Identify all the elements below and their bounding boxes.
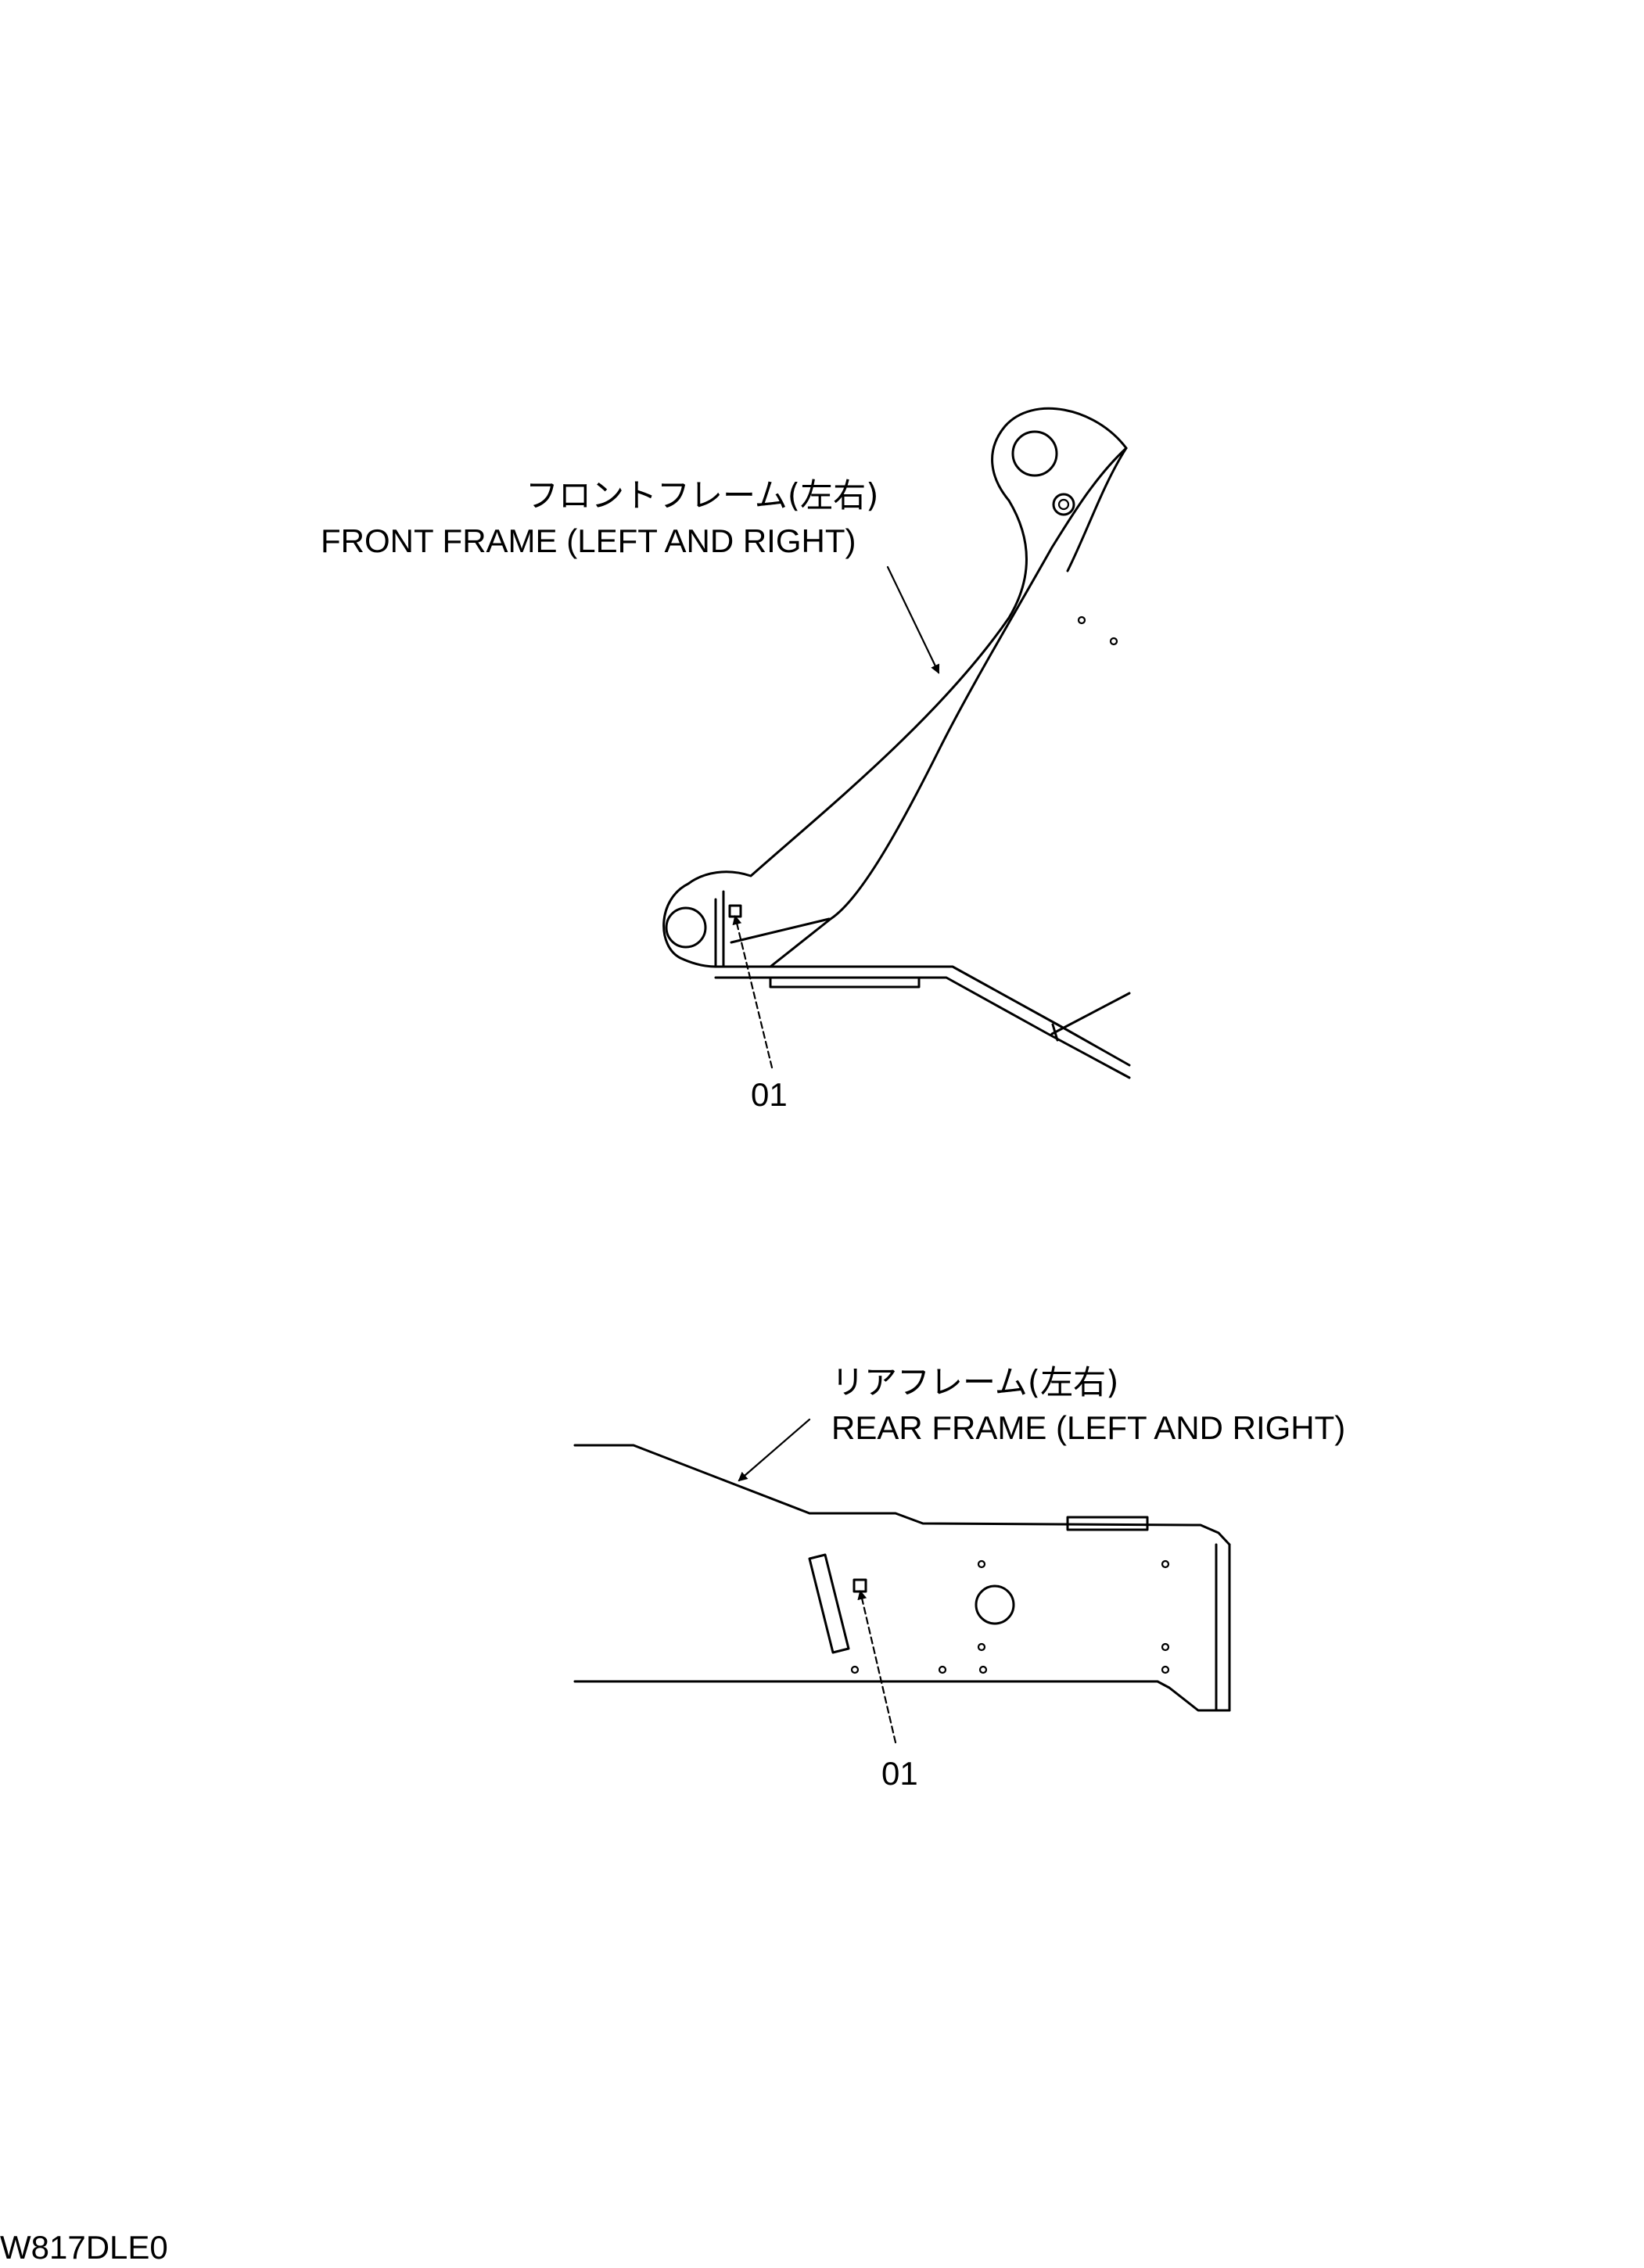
rear-top-strip bbox=[1066, 1516, 1149, 1531]
rear-id-plate bbox=[853, 1578, 867, 1593]
lower-boss-hole bbox=[665, 906, 707, 949]
rear-callout-leader bbox=[857, 1590, 897, 1744]
front-callout-leader bbox=[732, 915, 774, 1069]
front-frame-leader bbox=[886, 565, 940, 674]
upper-boss-hole bbox=[1011, 430, 1058, 477]
front-frame-label-jp: フロントフレーム(左右) bbox=[526, 476, 879, 515]
drawing-code: W817DLE0 bbox=[0, 2229, 168, 2266]
front-callout-number: 01 bbox=[751, 1076, 788, 1113]
rear-inclined-bar bbox=[808, 1553, 850, 1654]
rear-frame-label-en: REAR FRAME (LEFT AND RIGHT) bbox=[831, 1409, 1345, 1446]
rear-frame-label-jp: リアフレーム(左右) bbox=[831, 1363, 1119, 1401]
rear-frame-leader bbox=[738, 1418, 811, 1482]
rear-callout-number: 01 bbox=[881, 1755, 918, 1792]
front-frame-drawing bbox=[662, 407, 1131, 1079]
grease-fitting bbox=[1052, 493, 1075, 516]
rear-large-hole bbox=[975, 1584, 1015, 1625]
front-frame-label-en: FRONT FRAME (LEFT AND RIGHT) bbox=[321, 522, 856, 559]
front-id-plate bbox=[728, 904, 742, 918]
rear-frame-drawing bbox=[573, 1444, 1231, 1712]
